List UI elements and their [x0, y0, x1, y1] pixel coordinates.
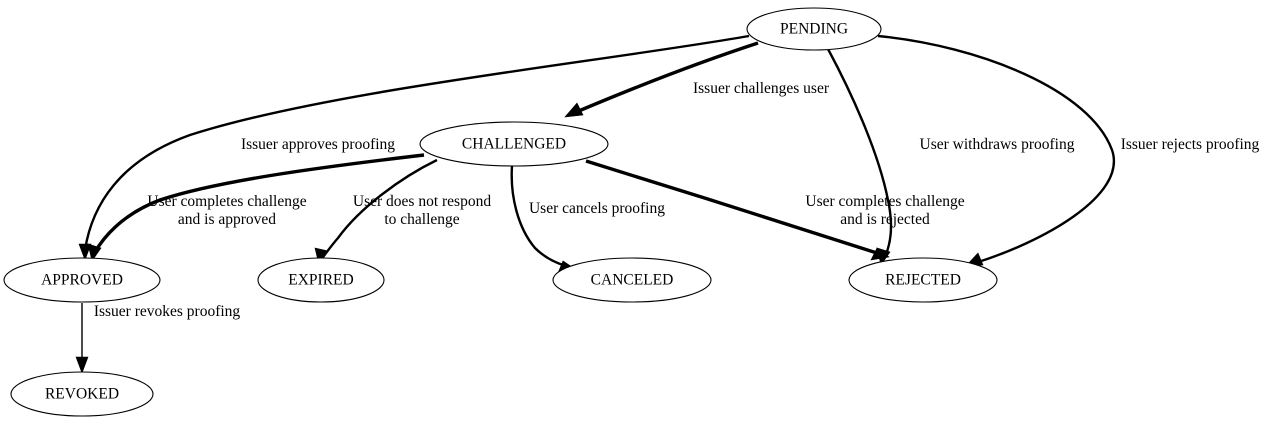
node-pending-label: PENDING	[780, 21, 848, 38]
edge-challenged-to-expired[interactable]: User does not respond to challenge	[314, 158, 491, 266]
edge-label-challenged-rejected-line1: User completes challenge	[805, 193, 964, 210]
node-rejected-label: REJECTED	[885, 272, 961, 289]
edge-label-pending-rejected-b: Issuer rejects proofing	[1121, 136, 1260, 153]
edge-label-pending-challenged: Issuer challenges user	[693, 80, 830, 97]
node-rejected[interactable]: REJECTED	[848, 257, 998, 303]
arrowhead-pending-approved	[78, 243, 92, 261]
edge-pending-to-rejected-rejects[interactable]: Issuer rejects proofing	[877, 34, 1260, 267]
edge-label-pending-rejected-a: User withdraws proofing	[920, 136, 1075, 153]
node-revoked-label: REVOKED	[45, 386, 119, 403]
edge-challenged-to-canceled[interactable]: User cancels proofing	[510, 165, 666, 274]
node-canceled-ellipse	[552, 257, 712, 303]
edge-path-challenged-approved	[93, 153, 425, 253]
node-revoked-ellipse	[10, 371, 154, 417]
edge-path-pending-rejected-b	[877, 34, 1116, 265]
edge-label-challenged-rejected-line2: and is rejected	[840, 211, 930, 228]
node-pending-ellipse	[746, 7, 882, 51]
edge-path-pending-approved	[83, 34, 750, 251]
node-challenged-label: CHALLENGED	[462, 136, 566, 153]
edge-label-approved-revoked: Issuer revokes proofing	[94, 303, 241, 320]
node-challenged[interactable]: CHALLENGED	[419, 121, 609, 167]
edge-pending-to-challenged[interactable]: Issuer challenges user	[564, 41, 830, 118]
edge-label-challenged-canceled: User cancels proofing	[529, 200, 665, 217]
edge-label-challenged-approved-line2: and is approved	[178, 211, 276, 228]
edge-path-challenged-canceled	[510, 165, 567, 268]
edge-label-challenged-approved-line1: User completes challenge	[147, 193, 306, 210]
node-expired[interactable]: EXPIRED	[257, 257, 385, 303]
node-approved[interactable]: APPROVED	[3, 257, 161, 303]
node-expired-ellipse	[257, 257, 385, 303]
node-canceled-label: CANCELED	[591, 272, 674, 289]
edge-approved-to-revoked[interactable]: Issuer revokes proofing	[75, 303, 241, 374]
edge-path-pending-challenged	[573, 41, 759, 115]
node-rejected-ellipse	[848, 257, 998, 303]
node-revoked[interactable]: REVOKED	[10, 371, 154, 417]
arrowhead-challenged-approved	[87, 243, 102, 262]
edge-label-challenged-expired-line2: to challenge	[384, 211, 459, 228]
node-approved-label: APPROVED	[41, 272, 123, 289]
node-approved-ellipse	[3, 257, 161, 303]
node-challenged-ellipse	[419, 121, 609, 167]
edge-label-pending-approved: Issuer approves proofing	[241, 136, 395, 153]
node-canceled[interactable]: CANCELED	[552, 257, 712, 303]
edge-path-pending-rejected-a	[826, 48, 893, 258]
arrowhead-challenged-rejected	[870, 247, 890, 261]
edge-challenged-to-rejected[interactable]: User completes challenge and is rejected	[585, 159, 965, 261]
node-pending[interactable]: PENDING	[746, 7, 882, 51]
arrowhead-pending-challenged	[564, 102, 584, 118]
edge-challenged-to-approved[interactable]: User completes challenge and is approved	[87, 153, 425, 262]
edge-pending-to-approved[interactable]: Issuer approves proofing	[78, 34, 750, 261]
edge-path-challenged-rejected	[585, 159, 881, 256]
arrowhead-approved-revoked	[75, 356, 89, 374]
node-expired-label: EXPIRED	[288, 272, 353, 289]
edge-label-challenged-expired-line1: User does not respond	[353, 193, 491, 210]
